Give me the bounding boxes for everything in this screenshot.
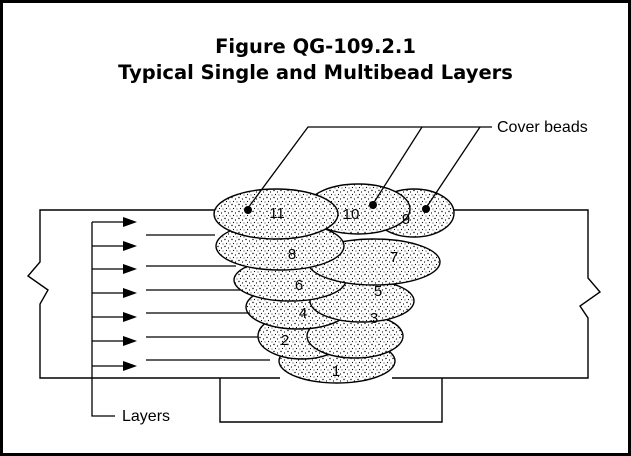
- bead-number-11: 11: [269, 205, 285, 222]
- layer-arrowhead-5: [123, 312, 137, 322]
- figure-title-line1: Figure QG-109.2.1: [215, 35, 416, 58]
- layer-arrowheads: [123, 217, 137, 371]
- bead-number-8: 8: [288, 246, 296, 263]
- leader-dot-9: [422, 205, 430, 213]
- bead-numbers: 1 2 3 4 5 6 7 8 9 10 11: [269, 205, 410, 380]
- leader-dots: [244, 201, 430, 214]
- bead-number-3: 3: [370, 310, 378, 327]
- bead-number-4: 4: [299, 305, 307, 322]
- leader-line-11: [247, 126, 492, 209]
- bead-number-2: 2: [281, 332, 289, 349]
- bead-number-5: 5: [374, 283, 382, 300]
- leader-dot-11: [244, 206, 252, 214]
- figure-title: Figure QG-109.2.1 Typical Single and Mul…: [0, 34, 631, 86]
- bead-number-10: 10: [343, 206, 360, 223]
- layer-arrowhead-7: [123, 361, 137, 371]
- leader-dot-10: [369, 201, 377, 209]
- layer-lines: [146, 234, 270, 361]
- bead-number-7: 7: [390, 249, 398, 266]
- layer-arrowhead-1: [123, 217, 137, 227]
- layer-arrowhead-3: [123, 264, 137, 274]
- weld-beads: [213, 183, 455, 384]
- cover-bead-leaders: [247, 126, 492, 209]
- base-plates: [26, 209, 602, 423]
- layers-bracket: [91, 222, 115, 417]
- layer-arrowhead-2: [123, 241, 137, 251]
- figure-title-line2: Typical Single and Multibead Layers: [118, 61, 513, 84]
- layer-indicator: [91, 221, 127, 417]
- leader-line-9: [425, 126, 481, 209]
- bead-number-9: 9: [402, 211, 410, 228]
- backing-strip: [219, 378, 443, 423]
- bead-number-1: 1: [332, 363, 340, 380]
- left-plate: [26, 209, 280, 379]
- layer-arrowhead-4: [123, 288, 137, 298]
- right-plate: [392, 209, 602, 379]
- layers-label: Layers: [122, 408, 170, 425]
- layer-arrowhead-6: [123, 336, 137, 346]
- leader-line-10: [372, 126, 423, 205]
- bead-number-6: 6: [295, 277, 303, 294]
- cover-beads-label: Cover beads: [497, 119, 588, 136]
- bead-11: [213, 188, 339, 240]
